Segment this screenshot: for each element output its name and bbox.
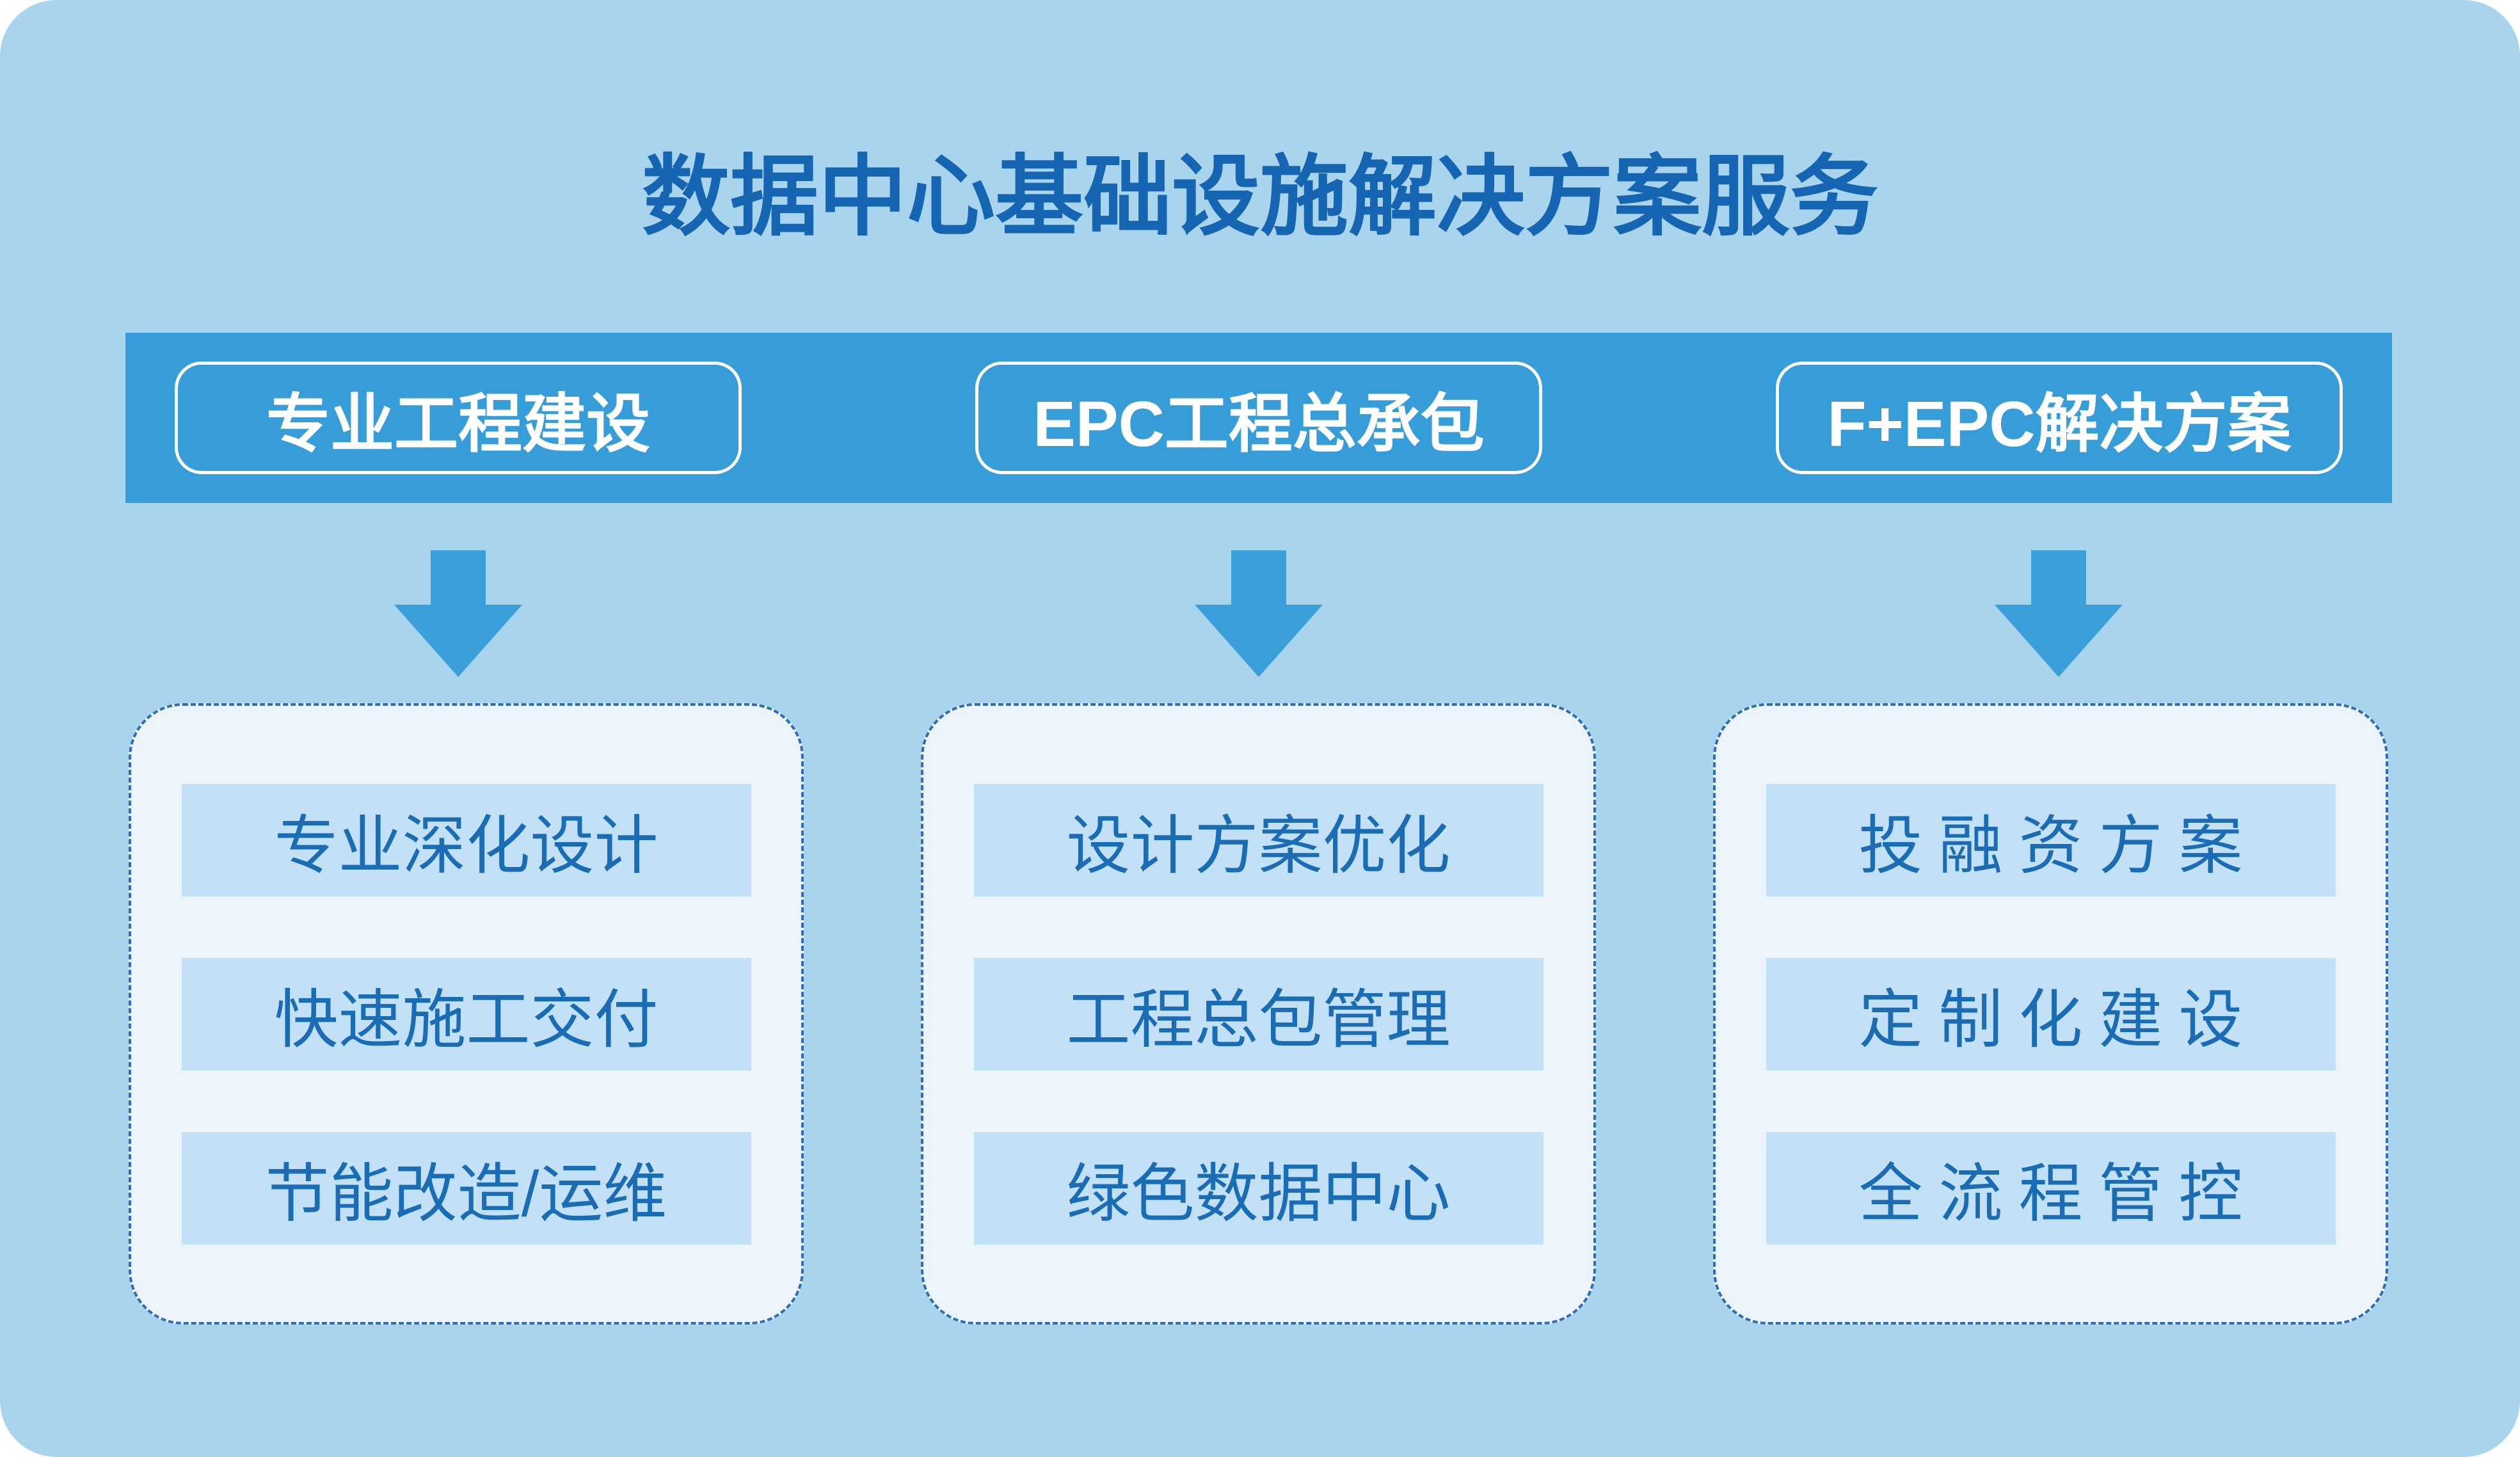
list-item-label: 设计方案优化 [1066, 810, 1451, 882]
down-arrow-icon [394, 550, 522, 678]
services-banner: 专业工程建设 EPC工程总承包 F+EPC解决方案 [125, 333, 2392, 503]
tab-f-epc-solution: F+EPC解决方案 [1776, 362, 2343, 474]
column-f-epc-solution: 投融资方案 定制化建设 全流程管控 [1713, 703, 2388, 1325]
list-item: 定制化建设 [1766, 957, 2336, 1071]
list-item-label: 专业深化设计 [274, 810, 658, 882]
list-item: 工程总包管理 [973, 957, 1543, 1071]
list-item: 绿色数据中心 [973, 1131, 1543, 1245]
down-arrow-icon [1995, 550, 2123, 678]
list-item-label: 工程总包管理 [1066, 984, 1451, 1056]
list-item-label: 节能改造/运维 [265, 1158, 667, 1230]
tab-professional-construction: 专业工程建设 [175, 362, 742, 474]
down-arrow-icon [1195, 550, 1323, 678]
tab-label: EPC工程总承包 [1033, 388, 1485, 460]
list-item: 投融资方案 [1766, 783, 2336, 896]
list-item: 快速施工交付 [181, 957, 751, 1071]
tab-label: 专业工程建设 [266, 388, 650, 460]
tab-label: F+EPC解决方案 [1827, 388, 2292, 460]
list-item-label: 全流程管控 [1858, 1158, 2259, 1230]
page-title: 数据中心基础设施解决方案服务 [641, 148, 1878, 246]
list-item-label: 定制化建设 [1858, 984, 2259, 1056]
tab-epc-general-contracting: EPC工程总承包 [975, 362, 1542, 474]
list-item: 专业深化设计 [181, 783, 751, 896]
list-item-label: 快速施工交付 [274, 984, 658, 1056]
list-item: 全流程管控 [1766, 1131, 2336, 1245]
list-item-label: 绿色数据中心 [1066, 1158, 1451, 1230]
list-item-label: 投融资方案 [1858, 810, 2259, 882]
column-professional-construction: 专业深化设计 快速施工交付 节能改造/运维 [129, 703, 804, 1325]
column-epc-general-contracting: 设计方案优化 工程总包管理 绿色数据中心 [921, 703, 1596, 1325]
list-item: 节能改造/运维 [181, 1131, 751, 1245]
list-item: 设计方案优化 [973, 783, 1543, 896]
